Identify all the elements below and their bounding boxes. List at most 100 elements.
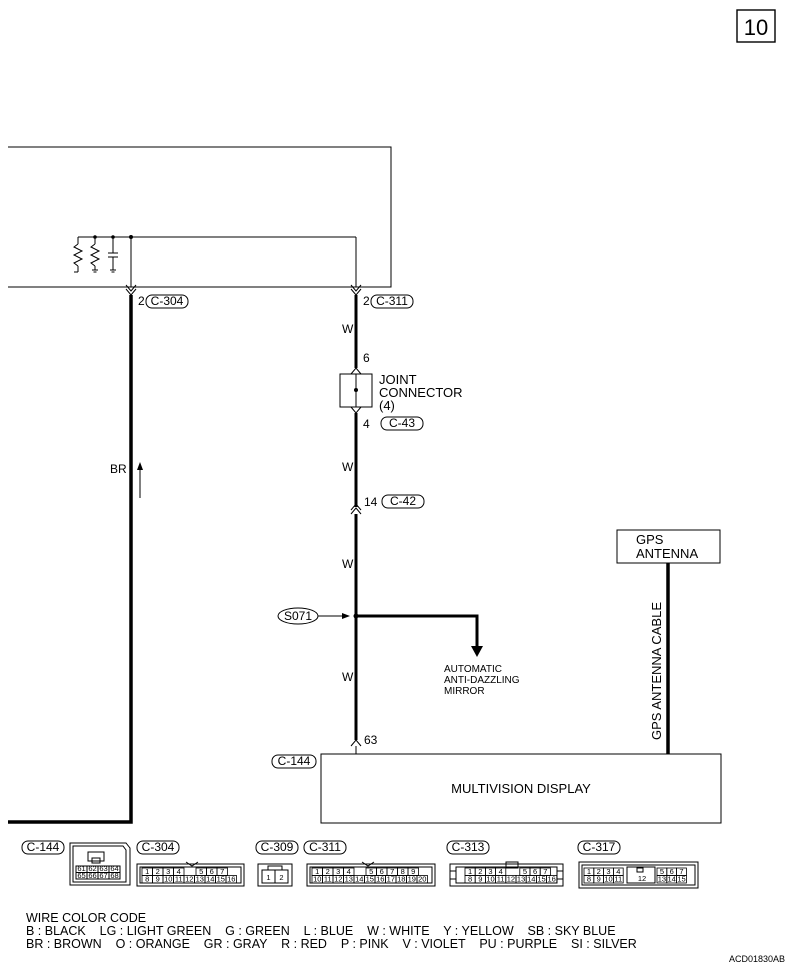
pin-label: 15 [677, 875, 685, 884]
connector-chevron [350, 367, 362, 375]
connector-chevron [125, 284, 137, 292]
gps-cable-label: GPS ANTENNA CABLE [649, 602, 664, 740]
pin-cell [613, 875, 624, 884]
pin-label: 15 [217, 875, 225, 884]
pin-label: 13 [345, 875, 353, 884]
pin-label: 13 [517, 875, 525, 884]
diagram-code: ACD01830AB [729, 954, 785, 964]
pin-label: 7 [390, 867, 394, 876]
joint-connector-line3: (4) [379, 398, 395, 413]
pin-label: 15 [537, 875, 545, 884]
pin-label: 67 [99, 871, 107, 880]
pin-label: 12 [334, 875, 342, 884]
pin-label: 2 [478, 867, 482, 876]
pin-label: 6 [533, 867, 537, 876]
splice-label: S071 [284, 609, 312, 623]
connector-chevron [350, 406, 362, 414]
pin-label: 68 [110, 871, 118, 880]
c144-label: C-144 [278, 754, 311, 768]
joint-connector-line2: CONNECTOR [379, 385, 463, 400]
pin-label: 5 [660, 867, 664, 876]
joint-connector-line1: JOINT [379, 372, 417, 387]
c43-tag [380, 416, 424, 431]
c304-pin: 2 [138, 294, 145, 308]
c317-connector-face [578, 861, 699, 889]
c43-label: C-43 [389, 416, 415, 430]
pin-label: 17 [387, 875, 395, 884]
c313-view-tag [446, 840, 490, 855]
pin-label: 2 [597, 867, 601, 876]
junction-dot [93, 235, 97, 239]
pin-label: 4 [616, 867, 620, 876]
br-wire [8, 295, 133, 824]
c144-pin: 63 [364, 733, 378, 747]
control-unit-box [8, 146, 392, 288]
pin-label: 2 [156, 867, 160, 876]
pin-label: 8 [587, 875, 591, 884]
pin-label: 11 [497, 875, 505, 884]
pin-label: 19 [408, 875, 416, 884]
pin-label: 10 [313, 875, 321, 884]
pin-label: 1 [266, 873, 270, 882]
pin-label: 14 [527, 875, 535, 884]
pin-label: 1 [145, 867, 149, 876]
joint-pin-bottom: 4 [363, 417, 370, 431]
c317-view-tag [577, 840, 621, 855]
pin-label: 9 [478, 875, 482, 884]
c144-view-tag [21, 840, 65, 855]
pin-label: 11 [614, 875, 622, 884]
c42-label: C-42 [390, 494, 416, 508]
pin-label: 6 [380, 867, 384, 876]
pin-label: 1 [468, 867, 472, 876]
wire-color-code-title: WIRE COLOR CODE [26, 911, 146, 925]
wire-color-code-line1: B : BLACK LG : LIGHT GREEN G : GREEN L :… [26, 924, 616, 938]
pin-label: 16 [376, 875, 384, 884]
c42-pin: 14 [364, 495, 378, 509]
pin-label: 5 [523, 867, 527, 876]
c317-view-label: C-317 [583, 840, 616, 854]
c304-view-tag [136, 840, 180, 855]
br-wire-label: BR [110, 462, 127, 476]
c309-connector-face [257, 863, 293, 887]
pin-label: 62 [88, 864, 96, 873]
pin-label: 6 [670, 867, 674, 876]
pin-label: 12 [185, 875, 193, 884]
connector-chevron [350, 288, 362, 296]
pin-label: 4 [499, 867, 503, 876]
pin-label: 13 [658, 875, 666, 884]
pin-label: 1 [315, 867, 319, 876]
c311-view-tag [303, 840, 347, 855]
c309-view-tag [255, 840, 299, 855]
pin-label: 3 [336, 867, 340, 876]
internal-circuit [72, 236, 357, 287]
mirror-line2: ANTI-DAZZLING [444, 675, 520, 686]
c311-view-label: C-311 [309, 840, 341, 854]
pin-label: 8 [401, 867, 405, 876]
pin-label: 4 [347, 867, 351, 876]
c309-view-label: C-309 [261, 840, 294, 854]
pin-label: 1 [587, 867, 591, 876]
page-number: 10 [744, 15, 768, 40]
pin-label: 10 [164, 875, 172, 884]
pin-label: 7 [543, 867, 547, 876]
pin-cell [416, 875, 428, 884]
pin-label: 65 [77, 871, 85, 880]
pin-label: 12 [507, 875, 515, 884]
pin-label: 8 [145, 875, 149, 884]
connector-chevron [350, 284, 362, 292]
pin-cell [546, 875, 558, 884]
junction-dot [129, 235, 133, 239]
c311-label: C-311 [376, 294, 408, 308]
pin-label: 18 [397, 875, 405, 884]
signal-direction-arrowhead [137, 462, 143, 470]
multivision-display-label: MULTIVISION DISPLAY [451, 781, 591, 796]
pin-label: 5 [199, 867, 203, 876]
connector-chevron [350, 503, 362, 511]
pin-label: 5 [369, 867, 373, 876]
connector-chevron [350, 507, 362, 515]
pin-label: 14 [668, 875, 676, 884]
